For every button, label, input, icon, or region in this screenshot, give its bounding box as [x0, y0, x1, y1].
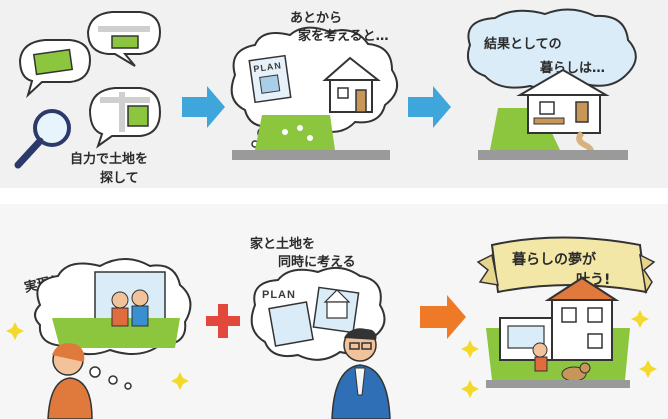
person-thinking-icon: [47, 343, 93, 419]
caption-result-line1: 結果としての: [484, 36, 562, 52]
panel-plan-together: 家と土地を 同時に考える PLAN: [250, 236, 391, 419]
sparkle-icon: [639, 360, 657, 378]
banner-line1: 暮らしの夢が: [511, 251, 597, 268]
sparkle-icon: [6, 322, 24, 340]
caption-together-line1: 家と土地を: [250, 236, 315, 252]
plan-label: PLAN: [253, 60, 283, 74]
sparkle-icon: [461, 340, 479, 358]
caption-think-later-line1: あとから: [290, 11, 342, 26]
caption-search-land-line2: 探して: [100, 170, 139, 186]
dog-icon: [561, 362, 591, 382]
house-icon: [322, 56, 381, 113]
sparkle-icon: [631, 310, 649, 328]
thought-cloud-icon: [34, 258, 192, 390]
arrow-right-icon: [182, 86, 225, 128]
thought-cloud-icon: [466, 8, 637, 92]
house-icon: [516, 68, 610, 134]
ground-strip: [486, 380, 630, 388]
panel-result-life: 結果としての 暮らしは…: [466, 8, 637, 160]
land-plot: [255, 115, 335, 150]
panel-think-house-later: PLAN あとから 家を考えると…: [230, 11, 399, 160]
ground-strip: [232, 150, 390, 160]
caption-search-land-line1: 自力で土地を: [70, 151, 148, 167]
panel-dream-true: 暮らしの夢が 叶う!: [461, 236, 657, 398]
agent-person-icon: [331, 328, 391, 419]
sparkle-icon: [171, 372, 189, 390]
person-running-icon: [532, 342, 548, 372]
panel-desired-life: 実現したい暮らし: [6, 258, 192, 419]
arrow-right-icon: [408, 86, 451, 128]
panel-search-land: 自力で土地を 探して: [14, 11, 162, 186]
speech-bubble-icon: [88, 87, 162, 149]
banner-icon: [476, 236, 656, 295]
ground-strip: [478, 150, 628, 160]
speech-bubble-icon: [18, 39, 92, 99]
caption-result-line2: 暮らしは…: [539, 60, 605, 76]
sparkle-icon: [461, 380, 479, 398]
plus-icon: [206, 304, 240, 338]
speech-bubble-icon: [86, 11, 162, 67]
magnifier-icon: [14, 109, 71, 169]
arrow-right-icon: [420, 295, 466, 339]
thought-cloud-icon: PLAN: [250, 266, 386, 361]
caption-together-line2: 同時に考える: [278, 254, 356, 270]
caption-think-later-line2: 家を考えると…: [298, 28, 389, 44]
plan-label: PLAN: [262, 289, 296, 301]
floor-plan-icon: PLAN: [248, 54, 292, 104]
